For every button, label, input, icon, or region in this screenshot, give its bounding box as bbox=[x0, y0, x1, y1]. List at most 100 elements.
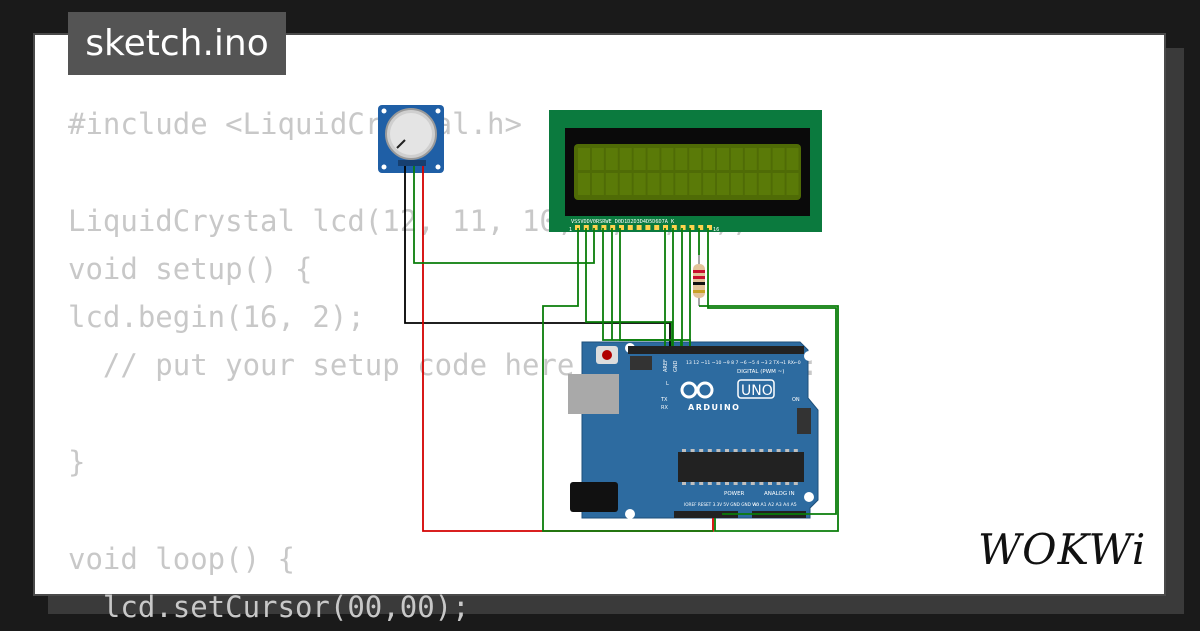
lcd-cell bbox=[689, 148, 702, 170]
lcd-cell bbox=[703, 173, 716, 195]
chip-pin bbox=[785, 449, 790, 452]
lcd-cell bbox=[647, 173, 660, 195]
digital-header bbox=[628, 346, 804, 354]
gnd-label: GND bbox=[673, 360, 679, 372]
lcd-cell bbox=[647, 148, 660, 170]
lcd-cell bbox=[578, 173, 590, 195]
potentiometer[interactable] bbox=[378, 105, 444, 173]
lcd-pin bbox=[698, 225, 704, 230]
wire-resistor-5v bbox=[699, 305, 839, 532]
chip-pin bbox=[776, 482, 781, 485]
board-model: UNO bbox=[741, 383, 773, 399]
led-rx-label: RX bbox=[661, 405, 668, 411]
chip-pin bbox=[716, 482, 721, 485]
lcd-cell bbox=[786, 173, 799, 195]
lcd-pin-first: 1 bbox=[569, 227, 572, 233]
lcd-pin bbox=[663, 225, 668, 230]
chip-pin bbox=[768, 449, 772, 452]
lcd-cell bbox=[633, 148, 646, 170]
code-line: } bbox=[68, 445, 86, 480]
lcd-cell bbox=[591, 148, 604, 170]
chip-pin bbox=[707, 449, 712, 452]
lcd-cell bbox=[772, 173, 785, 195]
chip-pin bbox=[699, 482, 704, 485]
lcd-pin bbox=[619, 225, 624, 230]
lcd-cell bbox=[730, 148, 743, 170]
chip-pin bbox=[768, 482, 772, 485]
lcd-pin bbox=[680, 225, 686, 230]
chip-pins bbox=[682, 449, 798, 485]
lcd-pin bbox=[601, 225, 607, 230]
digital-header-label: DIGITAL (PWM ~) bbox=[737, 369, 784, 375]
wire-pot-v0 bbox=[413, 166, 595, 264]
chip-pin bbox=[690, 482, 695, 485]
lcd-cell bbox=[605, 148, 618, 170]
lcd-cell bbox=[619, 173, 632, 195]
lcd-pin bbox=[583, 225, 589, 230]
wire-lcd-vss bbox=[542, 228, 713, 532]
file-tab[interactable]: sketch.ino bbox=[68, 12, 286, 75]
lcd-cell bbox=[661, 148, 674, 170]
code-line: void loop() { bbox=[68, 541, 295, 576]
chip-pin bbox=[682, 449, 686, 452]
chip-pin bbox=[793, 482, 798, 485]
power-pin-labels: IOREF RESET 3.3V 5V GND GND Vin bbox=[684, 502, 759, 507]
chip-pin bbox=[733, 449, 738, 452]
chip-pin bbox=[725, 449, 729, 452]
lcd-cell bbox=[689, 173, 702, 195]
resistor[interactable] bbox=[693, 255, 705, 306]
lcd-pin bbox=[627, 225, 633, 230]
aref-label: AREF bbox=[663, 359, 669, 372]
wires bbox=[404, 166, 839, 532]
svg-text:WOKWi: WOKWi bbox=[978, 525, 1146, 574]
chip-pin bbox=[742, 482, 747, 485]
chip-pin bbox=[750, 482, 755, 485]
wire-pot-gnd bbox=[404, 166, 671, 346]
wire-lcd-e bbox=[619, 228, 691, 346]
lcd-cell bbox=[717, 173, 729, 195]
lcd-pin-labels: VSSVDDV0RSRWE D0D1D2D3D4D5D6D7A K bbox=[571, 219, 675, 225]
lcd-cell bbox=[661, 173, 674, 195]
lcd-character-cells bbox=[578, 148, 799, 195]
wire-lcd-k bbox=[707, 228, 837, 515]
lcd-pin bbox=[592, 225, 598, 230]
chip-pin bbox=[699, 449, 704, 452]
lcd-cell bbox=[730, 173, 743, 195]
analog-pin-labels: A0 A1 A2 A3 A4 A5 bbox=[753, 502, 797, 508]
code-line: lcd.begin(16, 2); bbox=[68, 300, 365, 335]
lcd-cell bbox=[744, 173, 757, 195]
power-header bbox=[674, 511, 738, 518]
lcd-pin bbox=[645, 225, 651, 230]
lcd-display[interactable]: VSSVDDV0RSRWE D0D1D2D3D4D5D6D7A K 1 16 bbox=[549, 110, 822, 233]
lcd-pin bbox=[707, 225, 712, 230]
lcd-cell bbox=[633, 173, 646, 195]
lcd-pin bbox=[671, 225, 677, 230]
chip-pin bbox=[750, 449, 755, 452]
chip-pin bbox=[785, 482, 790, 485]
lcd-cell bbox=[619, 148, 632, 170]
chip-pin bbox=[793, 449, 798, 452]
wire-lcd-vdd bbox=[585, 228, 673, 346]
chip-pin bbox=[716, 449, 721, 452]
led-tx-label: TX bbox=[660, 397, 668, 403]
chip-pin bbox=[733, 482, 738, 485]
led-l-label: L bbox=[666, 381, 669, 387]
lcd-pin bbox=[575, 225, 580, 230]
lcd-cell bbox=[744, 148, 757, 170]
lcd-cell bbox=[591, 173, 604, 195]
chip-pin bbox=[776, 449, 781, 452]
lcd-cell bbox=[758, 148, 771, 170]
code-line: #include <LiquidCrystal.h> bbox=[68, 107, 522, 141]
chip-pin bbox=[725, 482, 729, 485]
lcd-cell bbox=[717, 148, 729, 170]
lcd-cell bbox=[772, 148, 785, 170]
chip-pin bbox=[759, 482, 764, 485]
wokwi-logo: WOKWi bbox=[978, 525, 1146, 574]
atmega-chip bbox=[678, 452, 804, 482]
power-header-label: POWER bbox=[724, 491, 745, 497]
arduino-uno[interactable]: UNO ARDUINO DIGITAL (PWM ~) POWER ANALOG… bbox=[568, 341, 819, 519]
lcd-cell bbox=[578, 148, 590, 170]
code-line: void setup() { bbox=[68, 251, 313, 286]
lcd-cell bbox=[605, 173, 618, 195]
